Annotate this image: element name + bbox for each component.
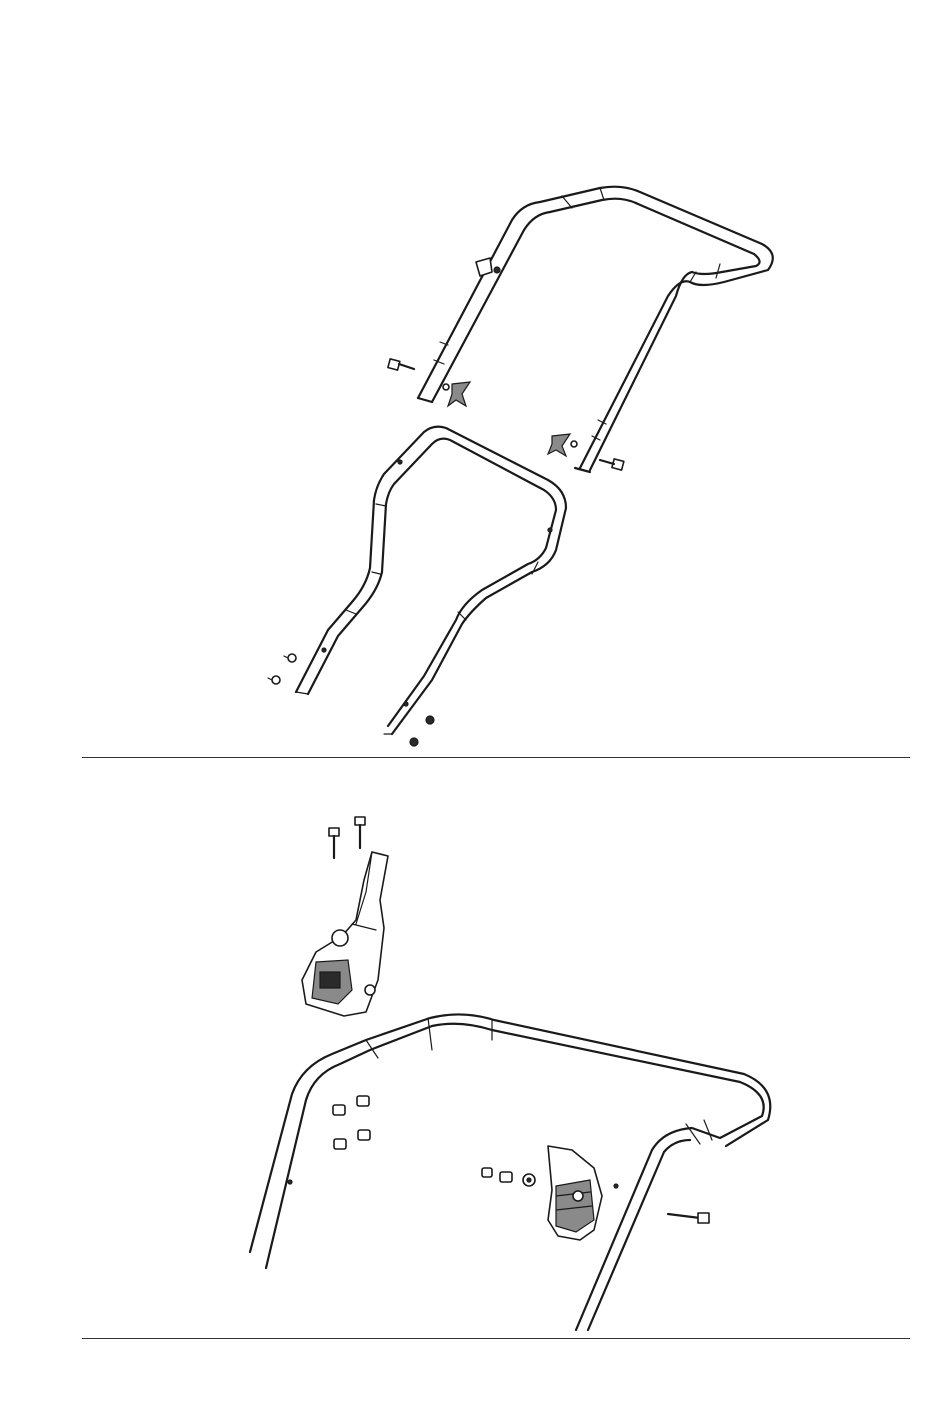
long-bolt	[668, 1213, 709, 1223]
section-divider-2	[82, 1338, 910, 1339]
cable-clip	[476, 258, 500, 276]
bolt-left	[388, 359, 414, 370]
cable-guide-bracket	[302, 852, 388, 1016]
bracket-bolt-2	[355, 817, 365, 848]
figure-upper-handle-assembly	[0, 0, 950, 757]
figure-lower-bracket-attachment	[0, 758, 950, 1338]
nut-3	[334, 1139, 346, 1149]
bolt-right	[600, 459, 624, 470]
washer	[523, 1174, 535, 1186]
knob-left	[443, 382, 470, 406]
lever-bracket	[548, 1146, 602, 1240]
screw-1	[284, 654, 296, 662]
nut-4	[358, 1130, 370, 1140]
bracket-bolt-1	[329, 828, 339, 858]
nut-1	[333, 1105, 345, 1115]
screw-3	[426, 716, 434, 724]
upper-handle	[418, 187, 773, 472]
nut-5	[482, 1168, 492, 1177]
screw-4	[410, 738, 418, 746]
nut-6	[500, 1172, 512, 1182]
screw-2	[268, 676, 280, 684]
knob-right	[548, 434, 577, 456]
nut-2	[357, 1096, 369, 1106]
lower-handle	[296, 427, 566, 734]
